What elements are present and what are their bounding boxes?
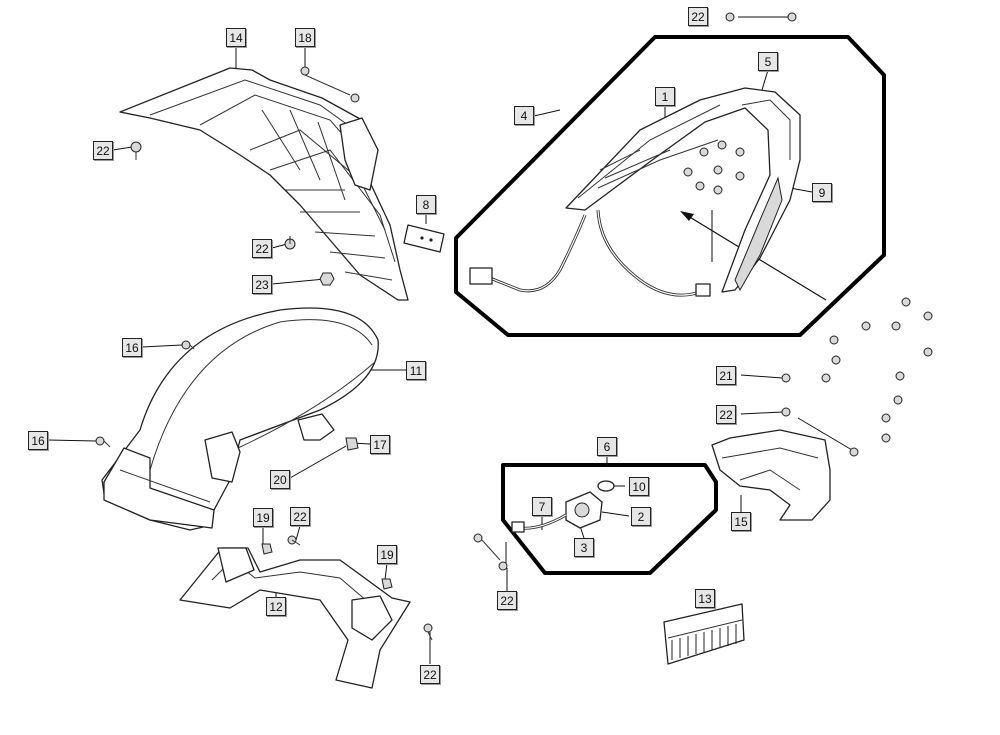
fasteners-group-12 [261,535,433,641]
leader-lines [47,16,853,664]
rear-frame-part-14 [119,67,409,301]
callout-22-c: 22 [688,7,708,26]
callout-9: 9 [812,183,832,202]
callout-22-e: 22 [420,665,440,684]
callout-3: 3 [574,538,594,557]
fasteners-group-11 [95,340,359,451]
callout-23: 23 [252,275,272,294]
callout-10: 10 [629,477,649,496]
taillight-assembly [565,87,801,293]
callout-17: 17 [370,435,390,454]
inner-cover-part-15 [711,429,831,521]
callout-13: 13 [695,589,715,608]
callout-12: 12 [266,597,286,616]
callout-19-b: 19 [377,545,397,564]
assembly-4-outline [454,35,886,337]
wiring-harness [469,209,711,297]
rear-fender-part-11 [101,307,379,531]
fasteners-group-14 [130,66,360,286]
license-light-assembly [511,480,615,533]
plate-part-13 [663,603,745,665]
callout-14: 14 [226,28,246,47]
callout-22-d: 22 [290,507,310,526]
callout-21-b: 22 [497,591,517,610]
callout-11: 11 [406,361,426,380]
callout-20: 20 [270,470,290,489]
callout-19-a: 19 [253,508,273,527]
callout-8: 8 [416,195,436,214]
assembly-6-outline [501,463,718,575]
callout-16-b: 16 [28,431,48,450]
callout-16-a: 16 [122,338,142,357]
callout-6: 6 [597,437,617,456]
callout-22-f: 22 [716,405,736,424]
callout-2: 2 [631,507,651,526]
callout-22-b: 22 [252,239,272,258]
fastener-cluster-right [725,12,933,457]
callout-22-a: 22 [93,141,113,160]
callout-7: 7 [532,497,552,516]
assembly-screws [683,140,745,195]
plate-part-8 [403,224,445,253]
bracket-part-12 [179,547,411,689]
fasteners-group-21-lower [473,533,508,571]
callout-1: 1 [655,87,675,106]
callout-18: 18 [295,28,315,47]
callout-5: 5 [758,52,778,71]
callout-15: 15 [731,512,751,531]
callout-21-a: 21 [716,366,736,385]
callout-4: 4 [514,106,534,125]
